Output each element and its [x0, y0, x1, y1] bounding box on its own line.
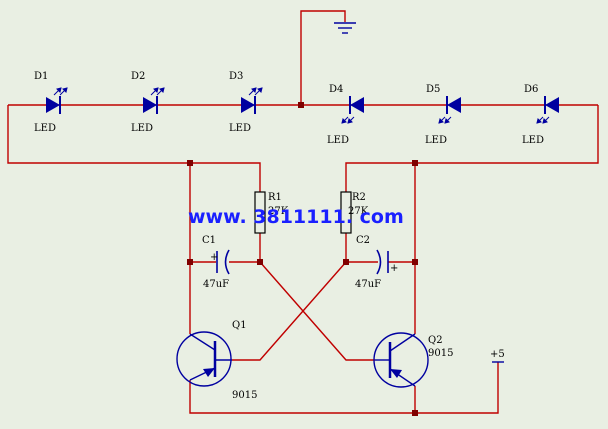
led-type-label: LED [131, 123, 153, 134]
labels: D1 LED D2 LED D3 LED D4 LED D5 LED D6 LE… [34, 71, 544, 401]
led-d4 [349, 96, 364, 114]
resistor-r1 [254, 191, 266, 234]
led-type-label: LED [327, 135, 349, 146]
led-d2 [143, 96, 158, 114]
transistor-ref-label: Q2 [428, 335, 443, 346]
junction-dot [257, 259, 263, 265]
resistor-r2 [340, 191, 352, 234]
capacitor-polarity-label: + [390, 263, 398, 274]
ground-wire [300, 10, 346, 105]
capacitor-polarity-label: + [210, 252, 218, 263]
led-ref-label: D6 [524, 84, 538, 95]
capacitor-ref-label: C2 [356, 235, 370, 246]
emission-icon [248, 87, 263, 96]
led-type-label: LED [34, 123, 56, 134]
junction-dot [187, 259, 193, 265]
led-type-label: LED [522, 135, 544, 146]
transistor-model-label: 9015 [428, 348, 453, 359]
power-label: +5 [490, 349, 505, 360]
ground-icon [334, 22, 356, 34]
led-d3 [241, 96, 256, 114]
led-group [46, 96, 559, 114]
emission-icon [438, 116, 452, 124]
led-ref-label: D5 [426, 84, 440, 95]
junction-dot [412, 410, 418, 416]
transistor-ref-label: Q1 [232, 320, 247, 331]
resistor-ref-label: R1 [268, 192, 282, 203]
led-return-right [345, 105, 599, 192]
watermark: www. 3811111. com [188, 206, 404, 228]
transistor-q2 [373, 332, 429, 388]
emission-icon [341, 116, 355, 124]
junctions [187, 102, 418, 416]
emission-icon [536, 116, 550, 124]
cross-wire-to-q2 [259, 261, 375, 361]
led-ref-label: D3 [229, 71, 243, 82]
emission-arrows [53, 87, 550, 124]
led-ref-label: D1 [34, 71, 48, 82]
resistor-ref-label: R2 [352, 192, 366, 203]
led-type-label: LED [229, 123, 251, 134]
capacitor-value-label: 47uF [355, 279, 381, 290]
junction-dot [298, 102, 304, 108]
capacitor-ref-label: C1 [202, 235, 216, 246]
resistor-value-label: 27K [268, 206, 289, 217]
capacitor-c1 [216, 249, 230, 275]
resistor-value-label: 27K [348, 206, 369, 217]
junction-dot [343, 259, 349, 265]
led-d5 [446, 96, 461, 114]
transistor-model-label: 9015 [232, 390, 257, 401]
led-ref-label: D4 [329, 84, 343, 95]
emitter-supply-wire [189, 362, 499, 414]
led-d6 [544, 96, 559, 114]
led-type-label: LED [425, 135, 447, 146]
led-return-left [7, 105, 261, 192]
capacitor-c2 [376, 249, 389, 275]
junction-dot [412, 160, 418, 166]
emission-icon [53, 87, 68, 96]
emission-icon [150, 87, 165, 96]
cross-wire-to-q1 [232, 261, 347, 361]
transistor-q1 [176, 331, 232, 387]
led-d1 [46, 96, 61, 114]
led-ref-label: D2 [131, 71, 145, 82]
junction-dot [412, 259, 418, 265]
junction-dot [187, 160, 193, 166]
capacitor-value-label: 47uF [203, 279, 229, 290]
